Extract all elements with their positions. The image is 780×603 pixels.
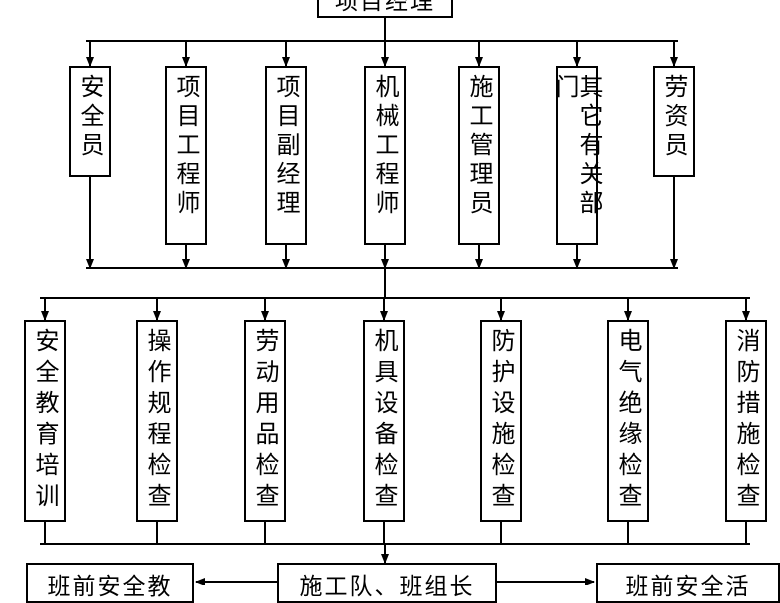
node-deputy-manager-label: 项目副经理 [272, 74, 300, 219]
node-fire-check: 消防措施检查 [725, 320, 767, 522]
node-mechanical-engineer-label: 机械工程师 [371, 74, 399, 219]
node-construction-manager-label: 施工管理员 [465, 74, 493, 219]
node-other-departments: 其它有关部门 [551, 66, 603, 245]
node-project-manager-label: 项目经理 [335, 0, 435, 15]
node-fire-check-label: 消防措施检查 [732, 328, 760, 514]
node-procedure-check: 操作规程检查 [136, 320, 178, 522]
node-procedure-check-label: 操作规程检查 [143, 328, 171, 514]
node-other-departments-label: 其它有关部门 [551, 74, 603, 219]
node-equipment-check-label: 机具设备检查 [370, 328, 398, 514]
node-pre-shift-activity-label: 班前安全活 [625, 574, 751, 600]
node-insulation-check: 电气绝缘检查 [607, 320, 649, 522]
node-safety-officer-label: 安全员 [76, 74, 104, 161]
node-safety-officer: 安全员 [69, 66, 111, 177]
connector-lines [40, 18, 750, 585]
node-labor-officer-label: 劳资员 [660, 74, 688, 161]
node-equipment-check: 机具设备检查 [363, 320, 405, 522]
node-mechanical-engineer: 机械工程师 [364, 66, 406, 245]
node-safety-training: 安全教育培训 [24, 320, 66, 522]
node-labor-supplies-check-label: 劳动用品检查 [251, 328, 279, 514]
node-deputy-manager: 项目副经理 [265, 66, 307, 245]
node-labor-officer: 劳资员 [653, 66, 695, 177]
node-project-engineer: 项目工程师 [165, 66, 207, 245]
node-project-engineer-label: 项目工程师 [172, 74, 200, 219]
node-pre-shift-education-label: 班前安全教 [47, 574, 173, 600]
node-project-manager: 项目经理 [317, 0, 453, 18]
node-protection-check: 防护设施检查 [480, 320, 522, 522]
node-pre-shift-education: 班前安全教 [26, 563, 194, 603]
node-team-leader-label: 施工队、班组长 [299, 574, 475, 600]
node-safety-training-label: 安全教育培训 [31, 328, 59, 514]
node-protection-check-label: 防护设施检查 [487, 328, 515, 514]
node-construction-manager: 施工管理员 [458, 66, 500, 245]
org-chart: 项目经理 安全员 项目工程师 项目副经理 机械工程师 施工管理员 其它有关部门 … [24, 0, 780, 603]
node-team-leader: 施工队、班组长 [277, 563, 497, 603]
node-insulation-check-label: 电气绝缘检查 [614, 328, 642, 514]
node-labor-supplies-check: 劳动用品检查 [244, 320, 286, 522]
node-pre-shift-activity: 班前安全活 [596, 563, 780, 603]
